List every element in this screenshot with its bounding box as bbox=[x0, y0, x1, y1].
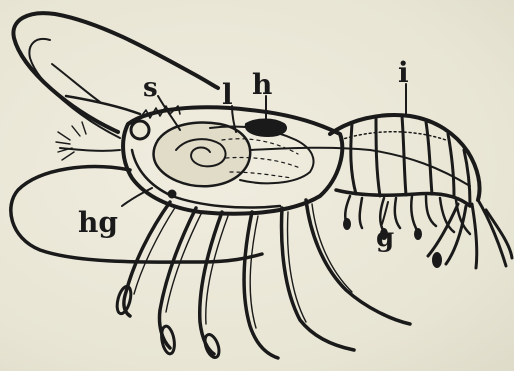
upper-antenna bbox=[13, 13, 218, 132]
leg-4 bbox=[244, 212, 278, 358]
walking-legs bbox=[124, 200, 410, 358]
leg-6 bbox=[306, 200, 410, 324]
label-l: l bbox=[222, 78, 233, 111]
leg-3 bbox=[200, 212, 222, 354]
bristles bbox=[56, 122, 86, 160]
upper-antenna-inner bbox=[29, 39, 120, 138]
leg-5 bbox=[282, 208, 354, 350]
intestine-line bbox=[250, 148, 470, 186]
label-h: h bbox=[252, 68, 272, 101]
label-s: s bbox=[143, 73, 158, 103]
label-g: g bbox=[376, 223, 394, 253]
label-i: i bbox=[398, 56, 409, 89]
label-hg: hg bbox=[78, 206, 118, 239]
eye bbox=[131, 121, 149, 139]
ganglion-node bbox=[168, 190, 176, 198]
abdomen-dorsal-detail bbox=[340, 132, 446, 140]
leader-hg bbox=[122, 188, 152, 206]
